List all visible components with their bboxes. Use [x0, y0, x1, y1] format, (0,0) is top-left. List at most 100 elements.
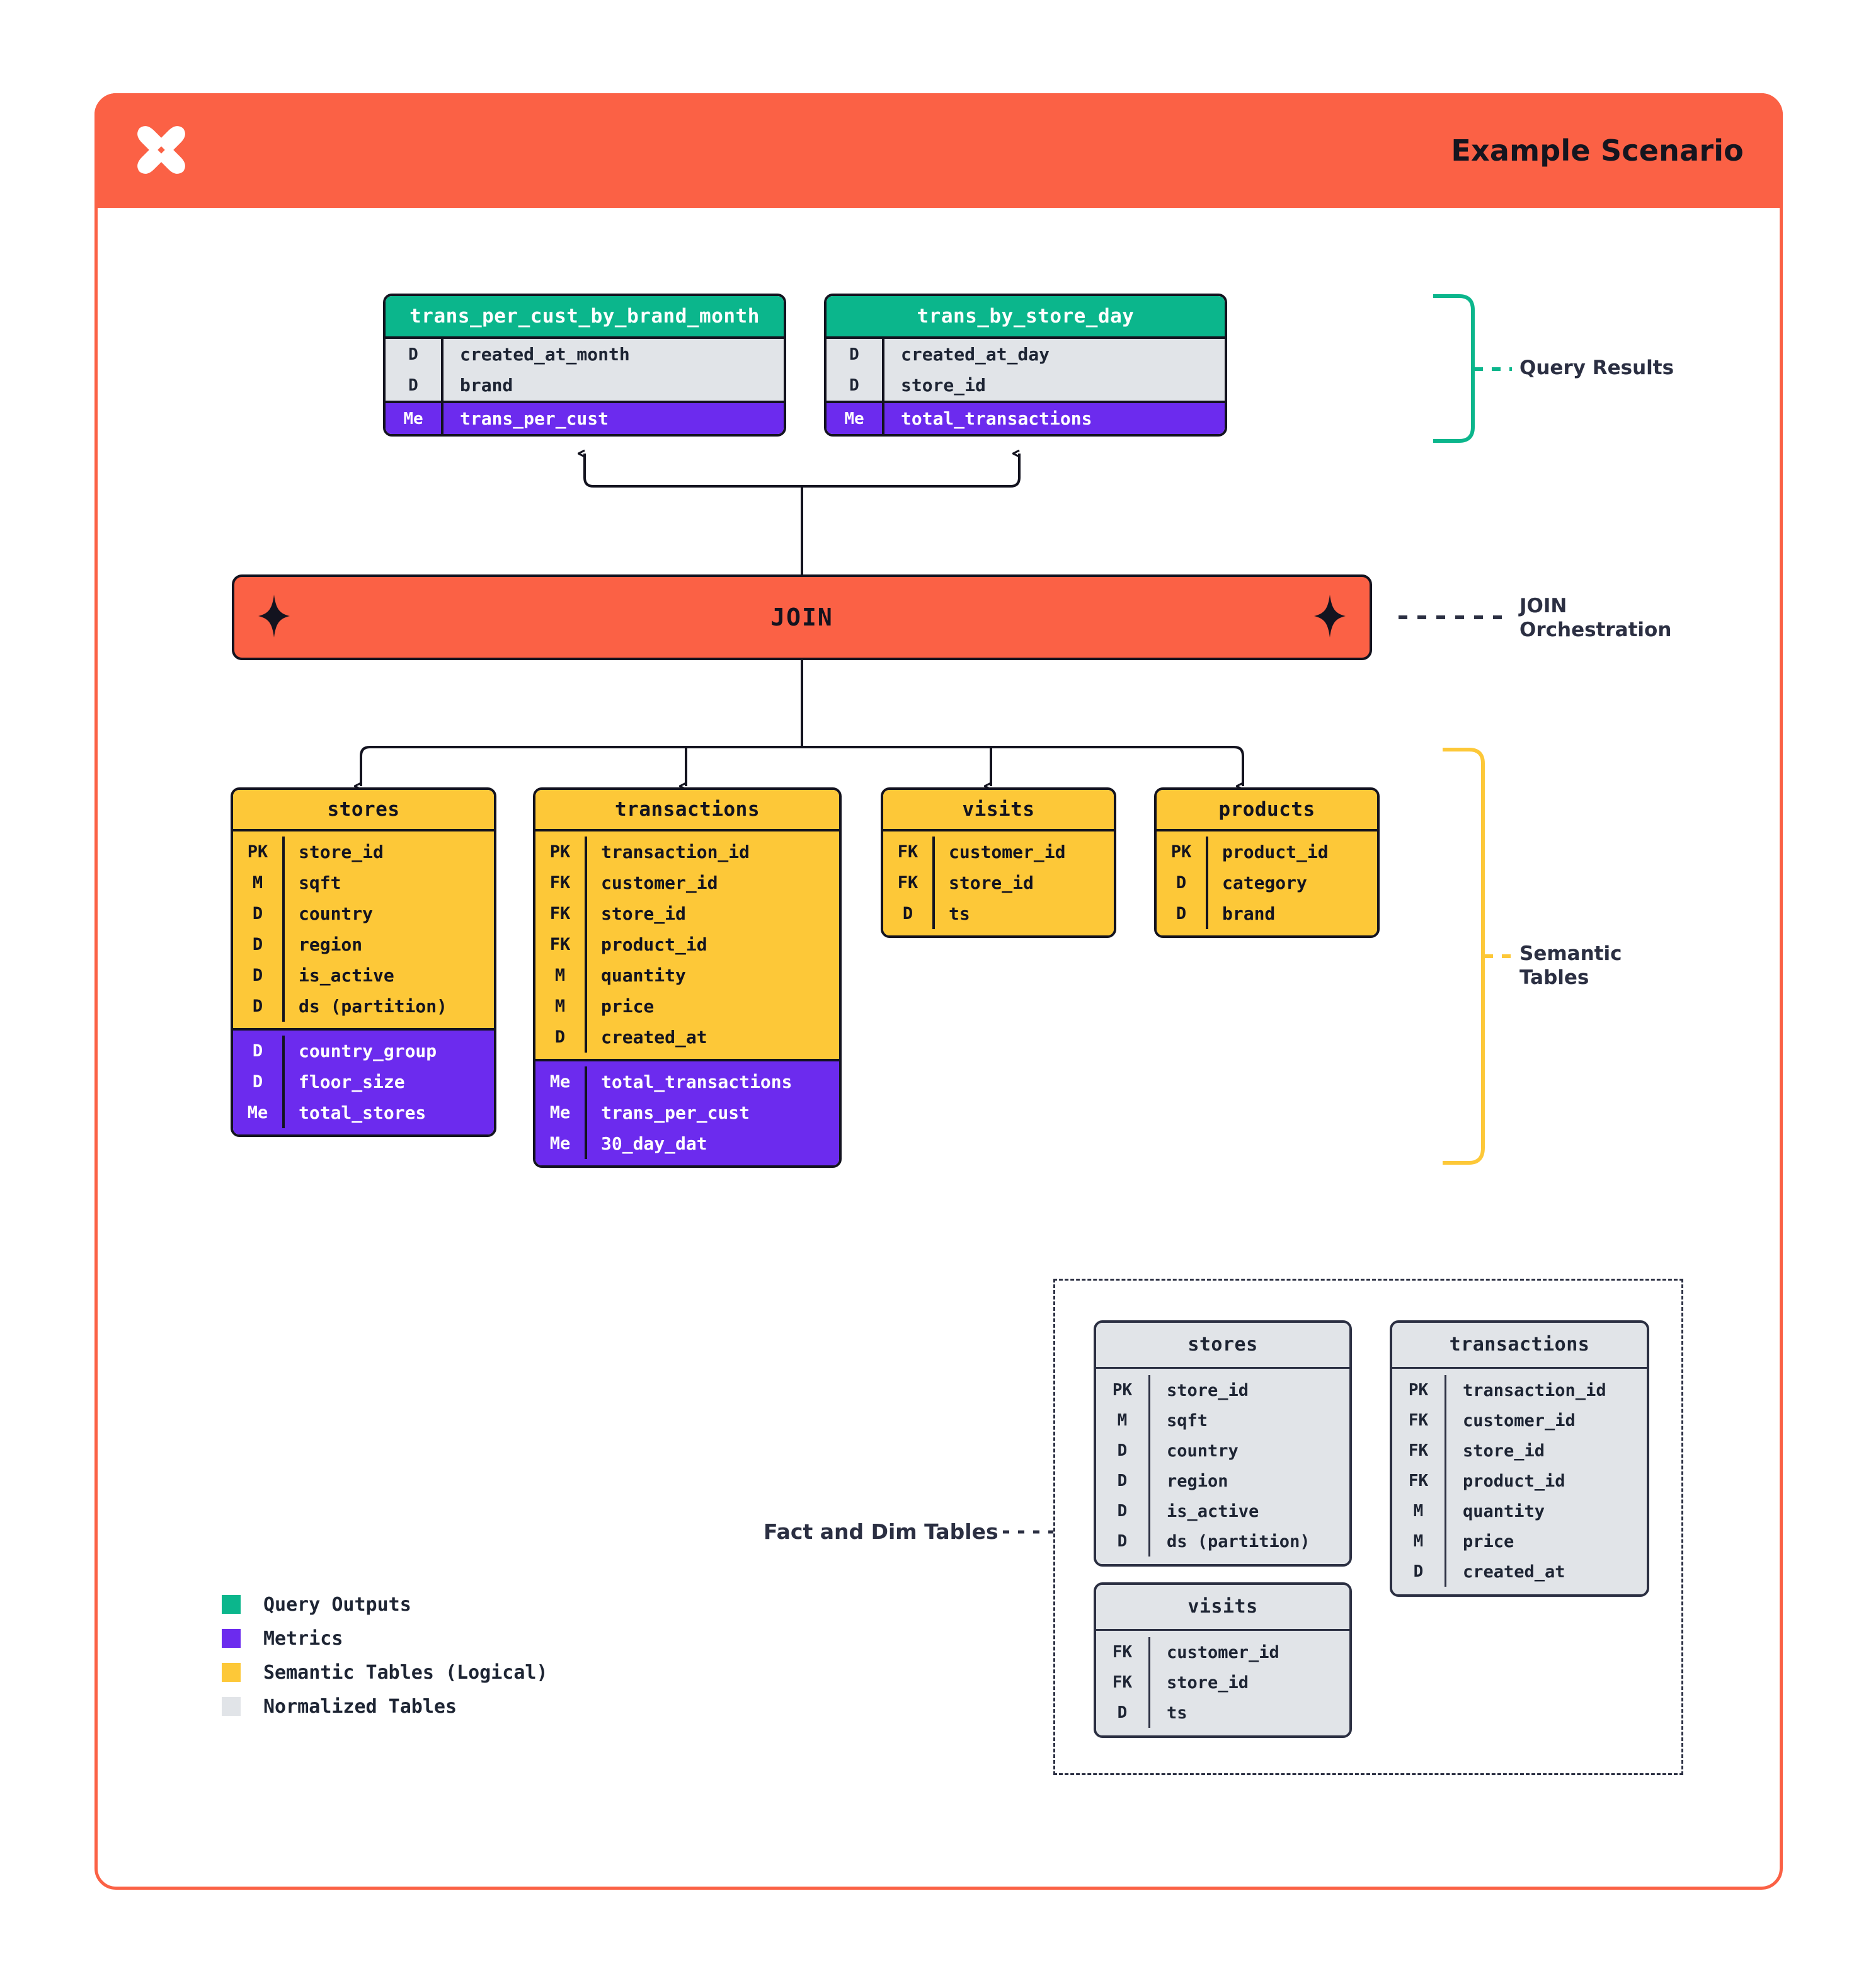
table-row: Me trans_per_cust	[386, 403, 784, 434]
row-field: 30_day_dat	[601, 1133, 707, 1154]
row-field: total_transactions	[901, 408, 1092, 429]
row-field: sqft	[299, 872, 341, 893]
table-title: trans_per_cust_by_brand_month	[386, 296, 784, 336]
annotation-label: Query Results	[1519, 357, 1674, 379]
row-field: product_id	[601, 934, 707, 955]
row-key: FK	[1392, 1405, 1446, 1436]
row-key: Me	[827, 403, 884, 434]
row-key: M	[233, 867, 285, 898]
row-key: D	[386, 370, 443, 401]
row-key: D	[827, 339, 884, 370]
row-key: FK	[535, 898, 587, 929]
row-field: total_stores	[299, 1102, 426, 1123]
legend-swatch-query-outputs	[222, 1595, 241, 1614]
join-orchestration-bar[interactable]: JOIN	[232, 574, 1372, 660]
legend: Query Outputs Metrics Semantic Tables (L…	[222, 1587, 548, 1723]
row-key: D	[1096, 1698, 1150, 1728]
table-row: D store_id	[827, 370, 1225, 401]
row-field: price	[1463, 1531, 1514, 1551]
annotation-fact-and-dim-tables: Fact and Dim Tables	[764, 1519, 998, 1545]
table-title: transactions	[1392, 1323, 1647, 1367]
table-title: products	[1157, 790, 1377, 829]
row-field: country	[1167, 1441, 1239, 1461]
annotation-query-results: Query Results	[1519, 357, 1674, 380]
row-field: quantity	[601, 965, 686, 986]
row-field: price	[601, 996, 655, 1017]
row-field: ts	[949, 903, 970, 924]
annotation-label: Fact and Dim Tables	[764, 1519, 998, 1544]
row-key: FK	[1096, 1667, 1150, 1698]
row-field: store_id	[1167, 1380, 1249, 1400]
row-field: quantity	[1463, 1501, 1545, 1521]
row-key: D	[233, 991, 285, 1022]
legend-label: Normalized Tables	[263, 1695, 457, 1718]
table-row: D created_at_day	[827, 339, 1225, 370]
annotation-label-line2: Orchestration	[1519, 618, 1672, 641]
legend-label: Metrics	[263, 1627, 343, 1650]
table-title: stores	[233, 790, 494, 829]
fact-dim-group-box	[1053, 1279, 1683, 1775]
row-key: D	[1096, 1496, 1150, 1526]
query-result-box-0[interactable]: trans_per_cust_by_brand_month D created_…	[383, 294, 786, 437]
row-key: Me	[233, 1097, 285, 1128]
row-field: country	[299, 903, 374, 924]
row-key: FK	[883, 837, 935, 867]
row-key: M	[1392, 1526, 1446, 1557]
query-result-box-1[interactable]: trans_by_store_day D created_at_day D st…	[824, 294, 1227, 437]
page-title: Example Scenario	[1451, 134, 1744, 168]
legend-swatch-normalized-tables	[222, 1697, 241, 1716]
table-row: Me total_stores	[233, 1097, 494, 1128]
row-field: customer_id	[601, 872, 718, 893]
legend-item: Normalized Tables	[222, 1689, 548, 1723]
row-field: store_id	[901, 375, 986, 396]
row-key: D	[233, 929, 285, 960]
row-field: product_id	[1222, 842, 1329, 862]
annotation-join-orchestration: JOIN Orchestration	[1519, 595, 1671, 643]
table-title: trans_by_store_day	[827, 296, 1225, 336]
row-field: store_id	[1463, 1441, 1545, 1461]
row-key: M	[535, 960, 587, 991]
row-field: store_id	[299, 842, 384, 862]
row-field: ts	[1167, 1703, 1187, 1723]
row-key: FK	[535, 867, 587, 898]
row-field: total_transactions	[601, 1071, 792, 1092]
row-field: store_id	[949, 872, 1034, 893]
dimension-section: D created_at_month D brand	[386, 336, 784, 401]
four-point-star-icon	[258, 595, 290, 640]
row-field: brand	[1222, 903, 1276, 924]
row-field: ds (partition)	[299, 996, 448, 1017]
legend-swatch-metrics	[222, 1629, 241, 1648]
row-key: D	[386, 339, 443, 370]
table-title: stores	[1096, 1323, 1349, 1367]
table-row: D brand	[386, 370, 784, 401]
four-point-star-icon	[1314, 595, 1346, 640]
